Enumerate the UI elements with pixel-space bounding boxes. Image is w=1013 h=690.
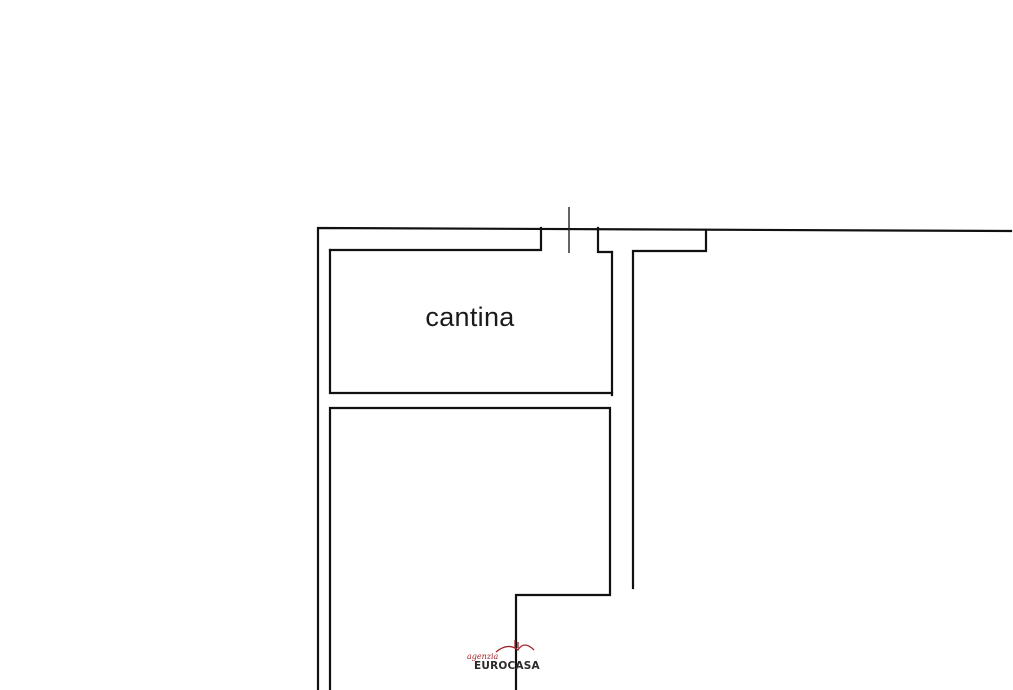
outer-wall-top-stub — [631, 228, 708, 590]
logo-script-text: agenzia — [467, 652, 499, 661]
outer-wall-top-inner-right — [596, 226, 614, 254]
logo-roof-icon — [495, 644, 535, 653]
logo-brand-text: EUROCASA — [474, 660, 541, 672]
lower-room — [328, 406, 612, 690]
outer-wall-top-inner-left — [328, 226, 543, 252]
watermark-logo: agenzia EUROCASA — [467, 640, 541, 672]
room-label-cantina: cantina — [425, 302, 515, 332]
logo-tower-icon — [514, 640, 519, 648]
outer-wall-top — [316, 226, 1013, 690]
cantina-room — [328, 248, 614, 395]
